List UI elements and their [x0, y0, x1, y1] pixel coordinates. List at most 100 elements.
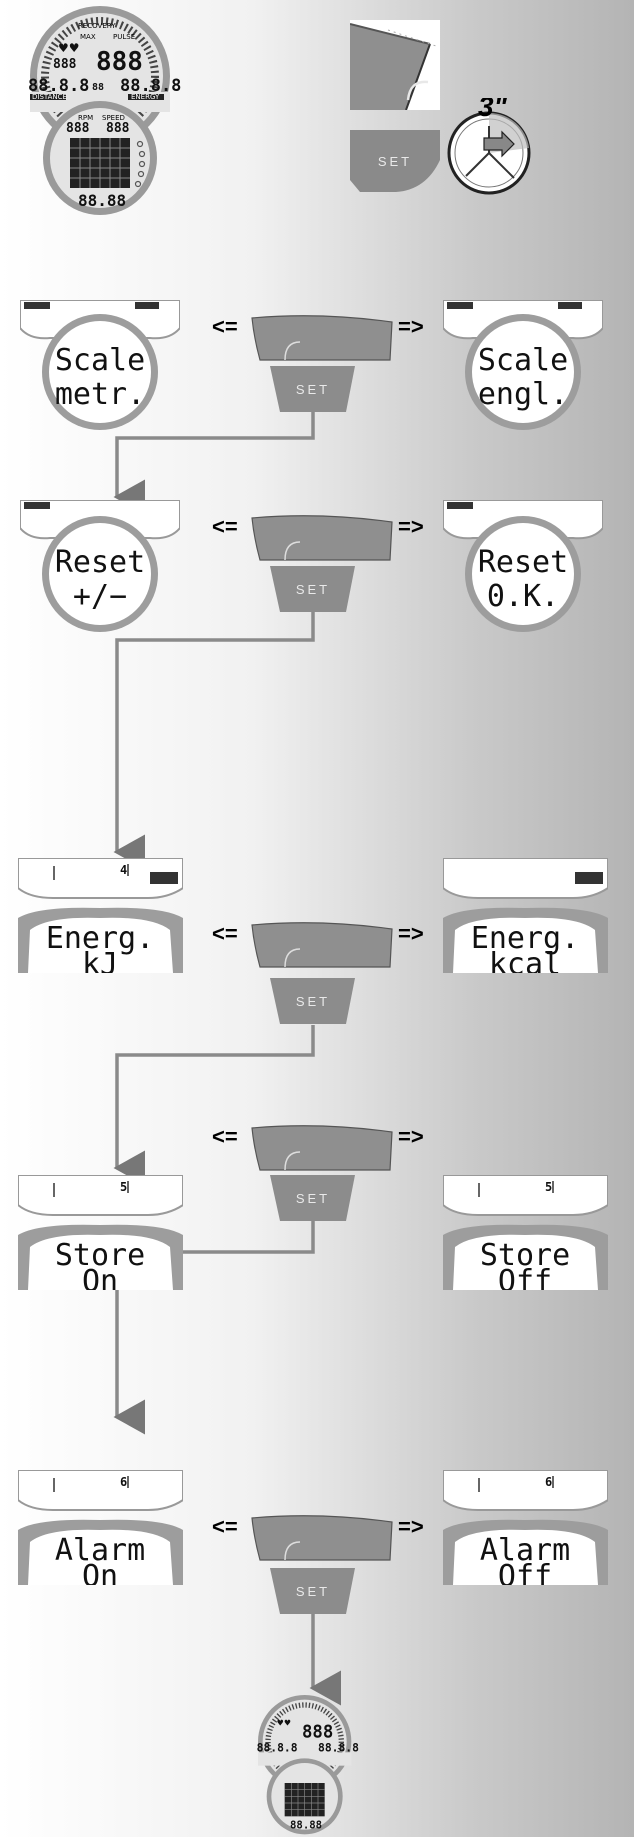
set-key-row-5[interactable]: SET [270, 1568, 355, 1614]
pulse-label: PULSE [113, 33, 135, 41]
option-right-line1: Store [480, 1238, 570, 1273]
bottom-digits: 88.88 [290, 1818, 322, 1831]
minus-key-icon [251, 922, 393, 968]
option-left-line1: Store [55, 1238, 145, 1273]
minus-key-icon [251, 515, 393, 561]
nav-left-label: <= [212, 921, 238, 946]
navigation-row-3: <= => [210, 915, 435, 971]
set-key-row-4[interactable]: SET [270, 1175, 355, 1221]
set-key-row-1[interactable]: SET [270, 366, 355, 412]
step-number: 5 [120, 1180, 127, 1194]
lcd-store-off: 5 Store Off [443, 1175, 608, 1290]
lcd-alarm-off: 6 Alarm Off [443, 1470, 608, 1585]
step-number: 4 [120, 863, 127, 877]
nav-right-label: => [398, 314, 424, 339]
small-digits: 888 [53, 57, 77, 72]
nav-left-label: <= [212, 1514, 238, 1539]
minus-key-icon [251, 315, 393, 361]
set-key-label: SET [296, 382, 330, 397]
option-left-line2: +/− [73, 579, 127, 614]
set-key-label: SET [378, 154, 412, 169]
set-key-row-2[interactable]: SET [270, 566, 355, 612]
lcd-store-on: 5 Store On [18, 1175, 183, 1290]
rpm-label: RPM [78, 114, 93, 122]
option-left-line2: On [82, 1264, 118, 1290]
pulse-digits: 888 [96, 47, 143, 77]
hold-timer-illustration: 3" [447, 98, 531, 195]
navigation-row-2: <= => [210, 508, 435, 564]
right-row-digits: 88.8.8 [318, 1741, 359, 1755]
option-right-line2: kcal [489, 947, 561, 973]
set-key-label: SET [296, 582, 330, 597]
option-right-line2: Off [498, 1559, 552, 1585]
lcd-energy-kj: 4 Energ. kJ [18, 858, 183, 973]
lcd-scale-metric: Scale metr. [20, 300, 180, 430]
lcd-energy-kcal: Energ. kcal [443, 858, 608, 973]
option-left-line1: Scale [55, 343, 145, 378]
option-right-line2: Off [498, 1264, 552, 1290]
lcd-reset-adjust: Reset +/− [20, 500, 180, 632]
connector-1 [113, 412, 315, 515]
right-row-digits: 88.8.8 [120, 76, 181, 96]
distance-label: DISTANCE [32, 93, 67, 101]
nav-right-label: => [398, 1124, 424, 1149]
option-left-line1: Energ. [46, 921, 154, 956]
mid-digits: 88 [92, 82, 104, 93]
nav-left-label: <= [212, 314, 238, 339]
option-left-line1: Alarm [55, 1533, 145, 1568]
connector-2 [113, 612, 315, 870]
set-key-label: SET [296, 1191, 330, 1206]
option-right-line1: Scale [478, 343, 568, 378]
rpm-digits: 888 [66, 121, 90, 136]
recovery-label: RECOVERY [78, 22, 116, 30]
lcd-scale-english: Scale engl. [443, 300, 603, 430]
connector-3 [113, 1025, 315, 1186]
corner-key-illustration [350, 20, 440, 110]
device-return-illustration: ♥♥ 888 88.8.8 88.8.8 88.88 [257, 1695, 359, 1835]
key-arc-icon [406, 80, 429, 101]
left-row-digits: 88.8.8 [257, 1741, 298, 1755]
connector-4 [113, 1220, 315, 1435]
option-left-line2: On [82, 1559, 118, 1585]
option-right-line2: engl. [478, 377, 568, 412]
option-left-line1: Reset [55, 545, 145, 580]
set-key-label: SET [296, 1584, 330, 1599]
option-right-line1: Alarm [480, 1533, 570, 1568]
energy-label: ENERGY [131, 93, 160, 101]
heart-icon: ♥♥ [277, 1719, 291, 1728]
pulse-digits: 888 [302, 1723, 333, 1743]
navigation-row-1: <= => [210, 308, 435, 364]
nav-right-label: => [398, 1514, 424, 1539]
step-number: 5 [545, 1180, 552, 1194]
minus-key-icon [251, 1125, 393, 1171]
speed-digits: 888 [106, 121, 130, 136]
hold-duration-label: 3" [478, 98, 508, 122]
option-right-line1: Energ. [471, 921, 579, 956]
navigation-row-4: <= => [210, 1118, 435, 1174]
option-right-line2: 0.K. [487, 579, 559, 614]
set-key-row-3[interactable]: SET [270, 978, 355, 1024]
minus-key-icon [251, 1515, 393, 1561]
option-left-line2: metr. [55, 377, 145, 412]
nav-right-label: => [398, 514, 424, 539]
navigation-row-5: <= => [210, 1508, 435, 1564]
step-number: 6 [545, 1475, 552, 1489]
lcd-reset-ok: Reset 0.K. [443, 500, 603, 632]
step-number: 6 [120, 1475, 127, 1489]
arrow-right-icon [483, 130, 515, 158]
lcd-alarm-on: 6 Alarm On [18, 1470, 183, 1585]
nav-left-label: <= [212, 1124, 238, 1149]
left-row-digits: 88.8.8 [28, 76, 89, 96]
bottom-digits: 88.88 [78, 191, 126, 210]
heart-icon: ♥♥ [58, 41, 80, 55]
device-overview-illustration: RECOVERY MAX PULSE ♥♥ 888 888 88.8.8 88.… [28, 6, 181, 215]
nav-right-label: => [398, 921, 424, 946]
speed-label: SPEED [102, 114, 125, 122]
max-label: MAX [80, 33, 96, 41]
nav-left-label: <= [212, 514, 238, 539]
option-left-line2: kJ [82, 947, 118, 973]
set-key-label: SET [296, 994, 330, 1009]
set-key-illustration: SET [350, 130, 440, 192]
option-right-line1: Reset [478, 545, 568, 580]
